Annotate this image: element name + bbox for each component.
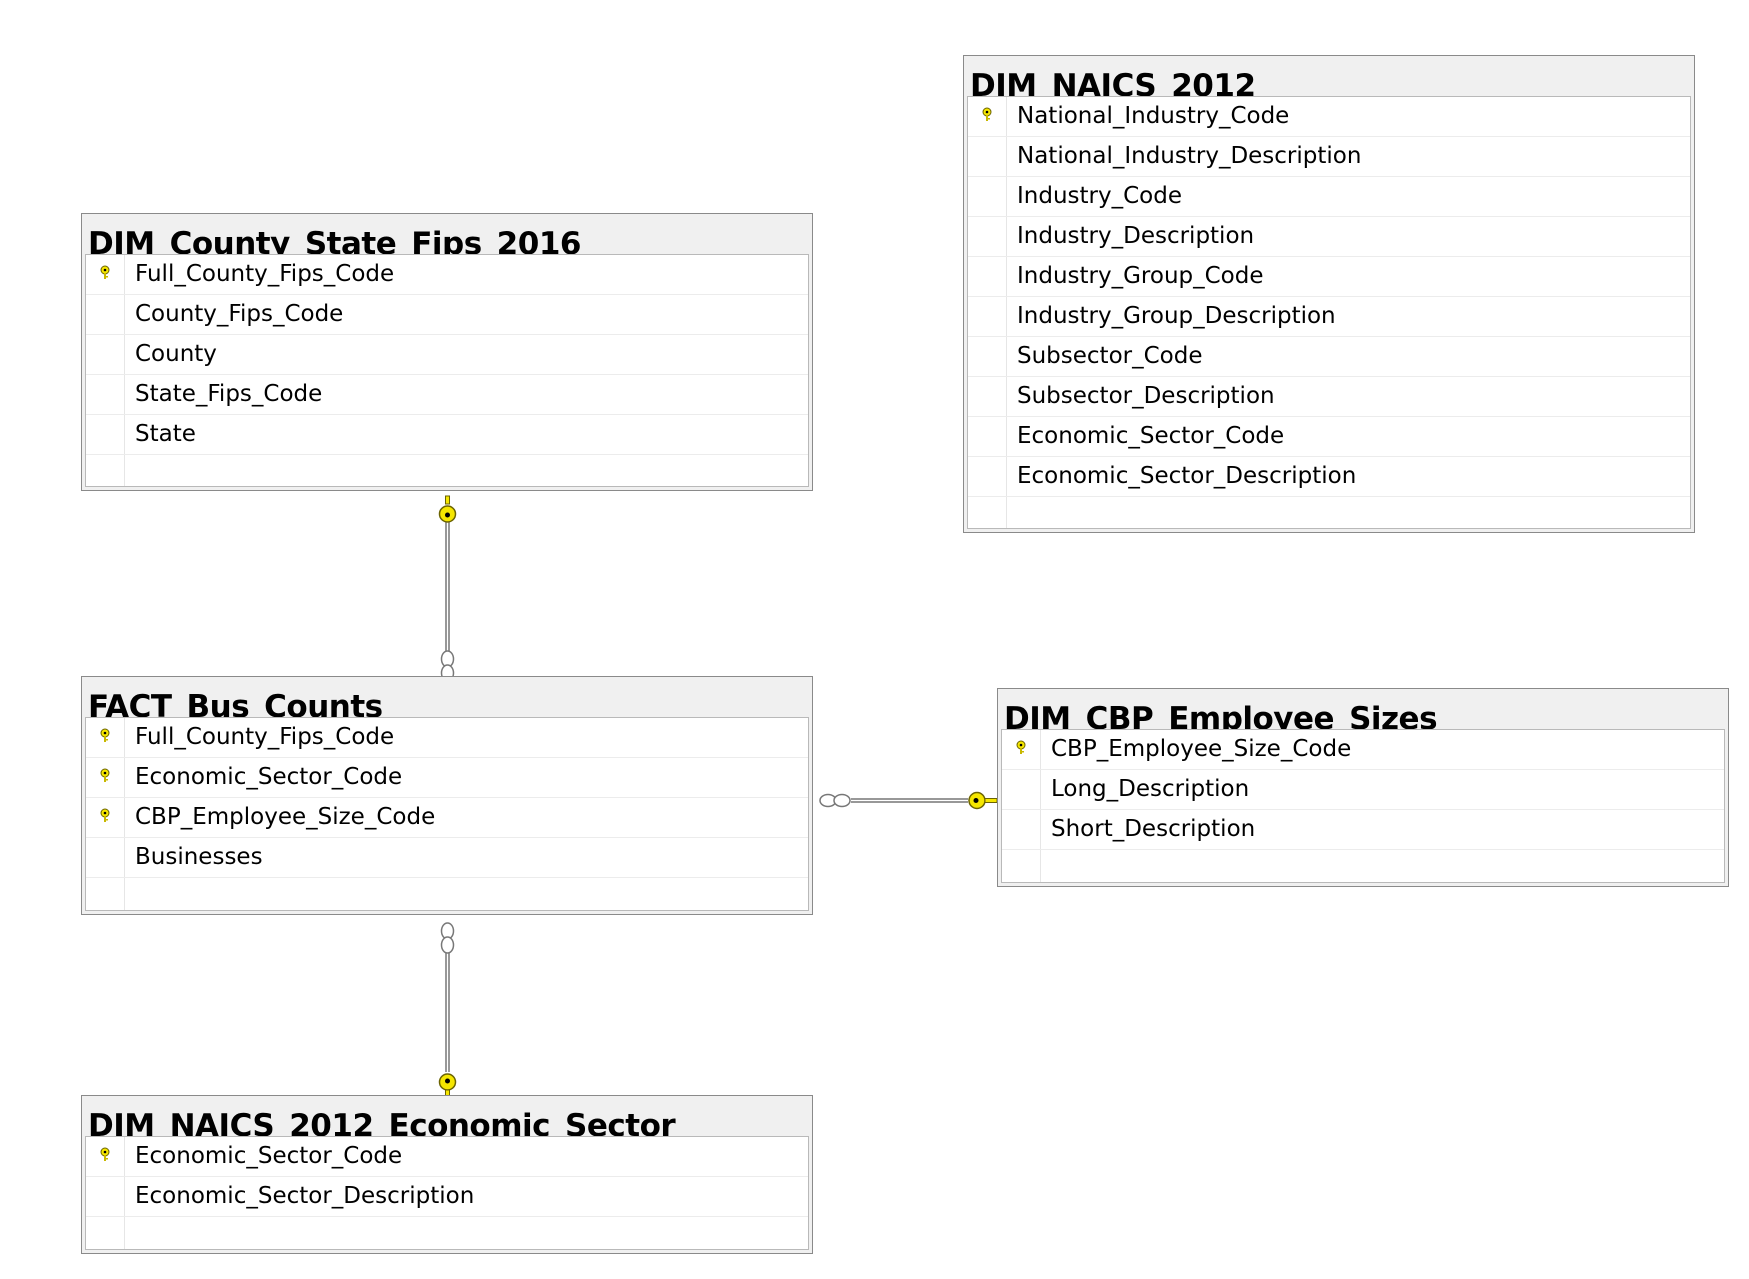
table-dim-county-state-fips-2016[interactable]: DIM_County_State_Fips_2016 Full_County_F… [81,213,813,491]
column-name: CBP_Employee_Size_Code [135,804,436,830]
column-row[interactable]: Short_Description [1002,810,1724,850]
primary-key-icon [93,798,117,837]
key-end-icon [438,1073,457,1100]
column-row[interactable]: Subsector_Code [968,337,1690,377]
column-row[interactable]: National_Industry_Description [968,137,1690,177]
column-name: Long_Description [1051,776,1250,802]
column-name: State [135,421,196,447]
column-name: Businesses [135,844,263,870]
column-name: National_Industry_Description [1017,143,1362,169]
column-name: Economic_Sector_Code [135,1143,403,1169]
column-row[interactable]: Economic_Sector_Description [86,1177,808,1217]
column-name: Industry_Description [1017,223,1255,249]
primary-key-icon [93,718,117,757]
column-name: State_Fips_Code [135,381,323,407]
primary-key-icon [93,255,117,294]
table-title: FACT_Bus_Counts [88,689,383,717]
column-name: Economic_Sector_Description [1017,463,1357,489]
column-row[interactable]: National_Industry_Code [968,97,1690,137]
column-row[interactable]: County [86,335,808,375]
primary-key-icon [1009,730,1033,769]
column-name: Full_County_Fips_Code [135,724,395,750]
many-end-icon [819,793,851,808]
column-row[interactable]: Industry_Code [968,177,1690,217]
key-end-icon [968,791,998,810]
column-row[interactable]: Businesses [86,838,808,878]
column-row[interactable]: Full_County_Fips_Code [86,255,808,295]
table-title: DIM_NAICS_2012 [970,68,1256,96]
primary-key-icon [93,1137,117,1176]
many-end-icon [440,922,455,954]
column-name: Economic_Sector_Description [135,1183,475,1209]
column-name: Economic_Sector_Code [135,764,403,790]
column-row[interactable]: Industry_Group_Code [968,257,1690,297]
column-row[interactable]: Economic_Sector_Code [86,758,808,798]
column-row[interactable]: Subsector_Description [968,377,1690,417]
column-row[interactable]: Industry_Description [968,217,1690,257]
key-end-icon [438,495,457,523]
column-row[interactable]: Full_County_Fips_Code [86,718,808,758]
column-row[interactable]: County_Fips_Code [86,295,808,335]
column-row[interactable]: Economic_Sector_Code [86,1137,808,1177]
column-name: Industry_Group_Code [1017,263,1264,289]
column-row[interactable]: Long_Description [1002,770,1724,810]
column-name: Subsector_Description [1017,383,1275,409]
table-title: DIM_CBP_Employee_Sizes [1004,701,1438,729]
column-row[interactable]: Industry_Group_Description [968,297,1690,337]
column-row[interactable]: Economic_Sector_Code [968,417,1690,457]
column-row[interactable]: Economic_Sector_Description [968,457,1690,497]
column-name: CBP_Employee_Size_Code [1051,736,1352,762]
primary-key-icon [93,758,117,797]
column-name: Short_Description [1051,816,1256,842]
column-name: Industry_Code [1017,183,1182,209]
column-name: County [135,341,217,367]
relationship-fact-sector[interactable] [438,922,457,1100]
column-row[interactable]: State [86,415,808,455]
column-name: County_Fips_Code [135,301,344,327]
primary-key-icon [975,97,999,136]
table-title: DIM_County_State_Fips_2016 [88,226,581,254]
column-row[interactable]: CBP_Employee_Size_Code [1002,730,1724,770]
relationship-fact-employee[interactable] [819,791,998,810]
relationship-county-fact[interactable] [438,495,457,682]
column-name: National_Industry_Code [1017,103,1290,129]
table-dim-naics-2012-economic-sector[interactable]: DIM_NAICS_2012_Economic_Sector Economic_… [81,1095,813,1254]
column-name: Industry_Group_Description [1017,303,1336,329]
table-title: DIM_NAICS_2012_Economic_Sector [88,1108,676,1136]
column-row[interactable]: CBP_Employee_Size_Code [86,798,808,838]
column-name: Economic_Sector_Code [1017,423,1285,449]
table-dim-cbp-employee-sizes[interactable]: DIM_CBP_Employee_Sizes CBP_Employee_Size… [997,688,1729,887]
column-name: Full_County_Fips_Code [135,261,395,287]
column-row[interactable]: State_Fips_Code [86,375,808,415]
column-name: Subsector_Code [1017,343,1203,369]
